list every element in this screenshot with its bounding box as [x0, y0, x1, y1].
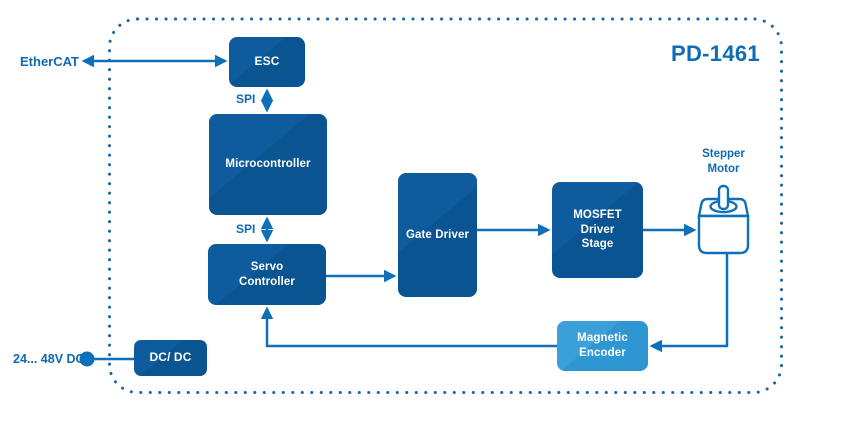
power-input-label: 24... 48V DC: [13, 352, 85, 366]
block-dc-dc: DC/ DC: [134, 340, 207, 376]
block-gate-driver: Gate Driver: [398, 173, 477, 297]
block-magnetic-encoder: Magnetic Encoder: [557, 321, 648, 371]
block-mosfet-label-line1: MOSFET: [573, 208, 622, 221]
spi-label-top: SPI: [236, 92, 256, 106]
power-input-dot: [79, 351, 95, 367]
block-mosfet-driver-stage: MOSFET Driver Stage: [552, 182, 643, 278]
stepper-motor-label-line1: Stepper: [702, 148, 745, 160]
stepper-motor-label-line2: Motor: [707, 162, 740, 175]
wire-encoder-to-servo: [260, 306, 557, 348]
block-dc-dc-label: DC/ DC: [149, 350, 192, 365]
wire-motor-to-encoder: [649, 253, 729, 353]
block-servo-controller: Servo Controller: [208, 244, 326, 305]
block-mosfet-label-line3: Stage: [581, 238, 614, 251]
spi-label-bottom: SPI: [236, 222, 256, 236]
block-servo-controller-label-line1: Servo: [250, 260, 284, 273]
block-esc: ESC: [229, 37, 305, 87]
diagram-title: PD-1461: [671, 41, 760, 66]
ethercat-label: EtherCAT: [20, 54, 79, 69]
block-servo-controller-label-line2: Controller: [239, 275, 295, 288]
block-microcontroller-label: Microcontroller: [225, 158, 311, 171]
block-esc-label: ESC: [254, 54, 280, 69]
stepper-motor-icon: [697, 184, 750, 255]
block-gate-driver-label: Gate Driver: [405, 228, 470, 241]
stepper-motor-label: Stepper Motor: [688, 147, 759, 177]
block-mosfet-label-line2: Driver: [580, 223, 615, 236]
diagram-dotted-border: [108, 17, 783, 394]
block-magnetic-encoder-label-line1: Magnetic: [577, 332, 628, 345]
block-magnetic-encoder-label-line2: Encoder: [579, 347, 626, 359]
block-microcontroller: Microcontroller: [209, 114, 327, 215]
